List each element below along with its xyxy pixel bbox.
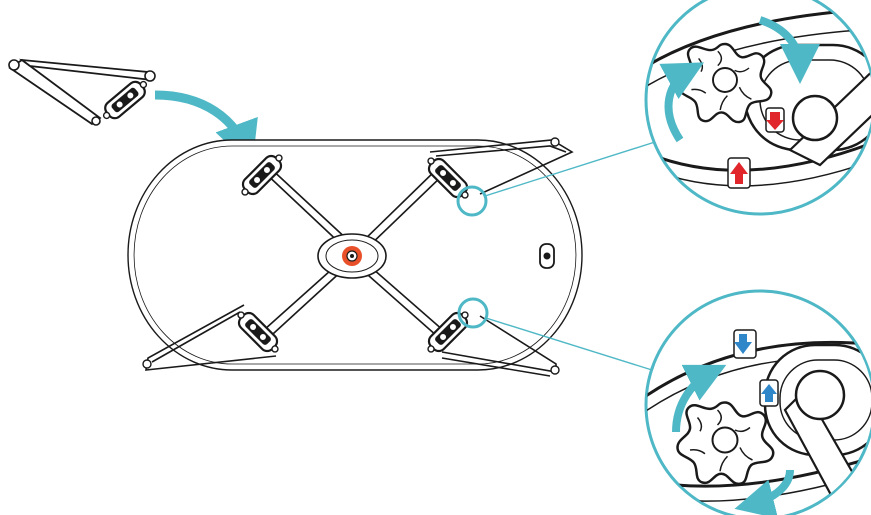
zoom-callout-top xyxy=(644,0,871,216)
leader-line-bottom xyxy=(485,317,653,371)
folded-leg-assembly xyxy=(8,58,156,126)
side-latch xyxy=(539,243,555,269)
center-hub xyxy=(317,233,387,279)
highlight-ring-top xyxy=(456,185,488,217)
up-arrow-icon xyxy=(759,379,779,407)
x-cross-braces xyxy=(254,165,453,345)
down-arrow-icon xyxy=(733,329,757,359)
zoom-callout-bottom xyxy=(644,289,871,515)
down-arrow-icon xyxy=(765,107,785,133)
highlight-ring-bottom xyxy=(457,297,489,329)
leader-line-top xyxy=(484,141,656,197)
up-arrow-icon xyxy=(727,157,751,189)
